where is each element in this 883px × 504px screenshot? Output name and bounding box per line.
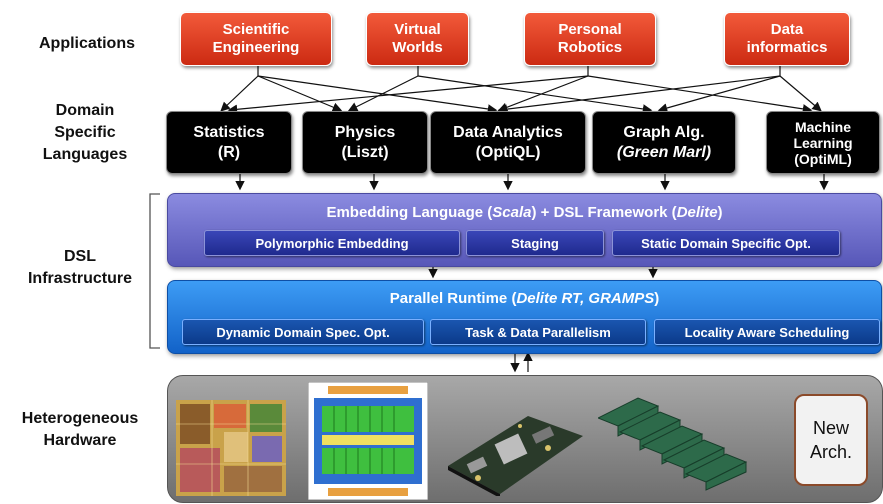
label-applications: Applications xyxy=(38,35,135,52)
dsl-line3: (OptiML) xyxy=(794,150,852,167)
embedding-title-prefix: Embedding Language ( xyxy=(326,204,493,221)
new-arch-line1: New xyxy=(812,418,849,438)
app-line1: Scientific xyxy=(222,21,290,38)
label-infrastructure: DSL Infrastructure xyxy=(10,246,150,290)
runtime-title: Parallel Runtime (Delite RT, GRAMPS) xyxy=(168,290,881,307)
embedding-item-static-opt[interactable]: Static Domain Specific Opt. xyxy=(612,230,840,256)
dsl-line1: Physics xyxy=(334,123,396,141)
cluster-image xyxy=(598,397,748,491)
embedding-item-staging[interactable]: Staging xyxy=(466,230,604,256)
dsl-physics[interactable]: Physics (Liszt) xyxy=(302,111,428,174)
connector-line xyxy=(220,75,259,112)
embedding-title-suffix: ) xyxy=(717,204,723,221)
new-arch-box[interactable]: New Arch. xyxy=(794,394,868,486)
runtime-item-locality[interactable]: Locality Aware Scheduling xyxy=(654,319,880,345)
app-personal-robotics[interactable]: Personal Robotics xyxy=(524,12,656,66)
app-line1: Personal xyxy=(558,21,622,38)
app-data-informatics[interactable]: Data informatics xyxy=(724,12,850,66)
cpu-die-image xyxy=(176,400,286,496)
label-infra-line2: Infrastructure xyxy=(27,270,133,287)
infrastructure-bracket xyxy=(149,193,160,349)
embedding-title-framework: Delite xyxy=(676,204,718,221)
runtime-title-names: Delite RT, GRAMPS xyxy=(516,290,655,307)
gpu-diagram-image xyxy=(308,382,428,500)
runtime-item-dynamic-opt[interactable]: Dynamic Domain Spec. Opt. xyxy=(182,319,424,345)
dsl-line2: (OptiQL) xyxy=(475,143,541,161)
dsl-machine-learning[interactable]: Machine Learning (OptiML) xyxy=(766,111,880,174)
label-dsl-line1: Domain xyxy=(55,102,115,119)
app-line2: informatics xyxy=(746,39,828,56)
new-arch-line2: Arch. xyxy=(809,442,852,462)
dsl-line2: (Liszt) xyxy=(341,143,389,161)
embedding-title: Embedding Language (Scala) + DSL Framewo… xyxy=(168,204,881,221)
runtime-panel: Parallel Runtime (Delite RT, GRAMPS) Dyn… xyxy=(167,280,882,354)
embedding-item-polymorphic[interactable]: Polymorphic Embedding xyxy=(204,230,460,256)
embedding-title-lang: Scala xyxy=(492,204,532,221)
connector-line xyxy=(347,75,419,112)
dsl-graph-alg[interactable]: Graph Alg. (Green Marl) xyxy=(592,111,736,174)
label-hw-line1: Heterogeneous xyxy=(21,410,139,427)
app-line2: Robotics xyxy=(557,39,623,56)
dsl-statistics[interactable]: Statistics (R) xyxy=(166,111,292,174)
dsl-line2: Learning xyxy=(793,134,853,151)
label-dsl-line3: Languages xyxy=(42,146,128,163)
app-line1: Data xyxy=(770,21,804,38)
dsl-line1: Graph Alg. xyxy=(623,123,705,141)
label-dsl-line2: Specific xyxy=(54,124,116,141)
label-hw-line2: Hardware xyxy=(43,432,117,449)
connector-line xyxy=(257,75,343,112)
fpga-board-image xyxy=(448,416,583,496)
runtime-title-prefix: Parallel Runtime ( xyxy=(389,290,517,307)
app-scientific-engineering[interactable]: Scientific Engineering xyxy=(180,12,332,66)
label-infra-line1: DSL xyxy=(64,248,96,265)
dsl-line1: Machine xyxy=(794,118,851,135)
connector-line xyxy=(657,75,781,113)
connector-line xyxy=(587,75,813,114)
label-hardware: Heterogeneous Hardware xyxy=(5,408,155,452)
embedding-title-mid: ) + DSL Framework ( xyxy=(531,204,677,221)
app-line1: Virtual xyxy=(394,21,441,38)
dsl-line2: (R) xyxy=(217,143,241,161)
connector-line xyxy=(497,75,781,114)
embedding-panel: Embedding Language (Scala) + DSL Framewo… xyxy=(167,193,882,267)
dsl-line2: (Green Marl) xyxy=(616,143,712,161)
runtime-title-suffix: ) xyxy=(654,290,660,307)
app-line2: Worlds xyxy=(392,39,443,56)
runtime-item-task-data[interactable]: Task & Data Parallelism xyxy=(430,319,646,345)
connector-line xyxy=(497,75,589,112)
dsl-data-analytics[interactable]: Data Analytics (OptiQL) xyxy=(430,111,586,174)
hardware-panel: New Arch. xyxy=(167,375,883,503)
connector-line xyxy=(779,75,822,112)
dsl-line1: Data Analytics xyxy=(453,123,563,141)
connector-line xyxy=(227,75,589,115)
connector-line xyxy=(417,75,653,114)
connector-line xyxy=(257,75,498,114)
app-virtual-worlds[interactable]: Virtual Worlds xyxy=(366,12,469,66)
app-line2: Engineering xyxy=(212,39,300,56)
label-dsl: Domain Specific Languages xyxy=(18,100,152,166)
dsl-line1: Statistics xyxy=(193,123,265,141)
